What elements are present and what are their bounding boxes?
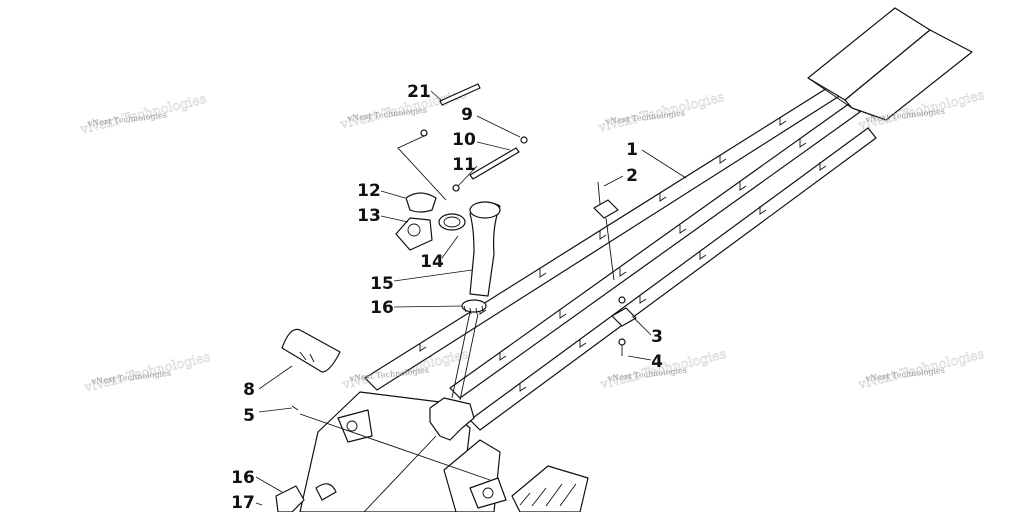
leader-line-c5	[258, 407, 293, 413]
leader-line-c2	[603, 175, 624, 187]
callout-c9: 9	[461, 105, 473, 125]
tunnel-rail-lower	[469, 127, 877, 431]
bolt-2	[597, 181, 601, 205]
callout-c10: 10	[452, 130, 476, 150]
tee-fitting	[429, 397, 475, 441]
leader-line-c10	[476, 141, 511, 151]
nut-9	[520, 136, 528, 144]
callout-c12: 12	[357, 181, 381, 201]
rod-10	[469, 147, 520, 180]
leader-line-c16a	[393, 305, 463, 308]
hose-clamp-14	[438, 213, 466, 231]
leader-line-c8	[258, 365, 293, 390]
decal-8-marks	[299, 351, 315, 363]
heat-exchanger-body	[299, 391, 589, 512]
nut-upper	[420, 129, 428, 137]
leader-lines	[255, 90, 687, 506]
rear-flap-hinge	[807, 77, 853, 109]
bolt-4-head	[618, 338, 626, 346]
clamp-ribs	[463, 305, 484, 315]
leader-line-c21	[430, 90, 443, 102]
shield-hatch	[519, 483, 577, 507]
assembly-line-left	[397, 135, 447, 201]
callout-c14: 14	[420, 252, 444, 272]
callout-c4: 4	[651, 352, 663, 372]
heat-exchanger-plate-a	[337, 409, 373, 443]
lower-fitting	[275, 485, 305, 512]
bracket-2	[593, 199, 619, 219]
callout-c5: 5	[243, 406, 255, 426]
leader-line-c13	[380, 215, 409, 223]
callout-c13: 13	[357, 206, 381, 226]
washer-11	[452, 184, 460, 192]
lower-clamp	[315, 483, 337, 501]
rail-leader-2	[605, 217, 615, 281]
leader-line-c15	[393, 269, 473, 282]
shield-piece	[511, 465, 589, 512]
nut-3	[618, 296, 626, 304]
leader-line-c1	[641, 149, 687, 179]
screw-5	[291, 405, 299, 411]
bracket-3	[611, 307, 637, 327]
rear-flap	[807, 7, 973, 121]
rod-21	[439, 83, 481, 106]
hose-end	[469, 201, 501, 219]
leader-line-c12	[380, 190, 406, 199]
filler-neck-opening	[407, 223, 421, 237]
callout-c3: 3	[651, 327, 663, 347]
filler-cap	[405, 192, 437, 213]
leader-line-c9	[476, 115, 521, 138]
decal-8	[281, 328, 341, 373]
rail-notches	[419, 117, 827, 392]
callout-c16a: 16	[370, 298, 394, 318]
leader-line-c3	[631, 315, 652, 336]
tunnel-rail-middle	[449, 102, 861, 399]
callout-c2: 2	[626, 166, 638, 186]
filler-neck	[395, 217, 433, 251]
leader-line-c16b	[255, 476, 283, 493]
feed-tube	[451, 311, 479, 401]
hose-clamp-14-inner	[443, 216, 461, 228]
long-link-line	[299, 413, 491, 512]
mounting-bracket-small	[469, 477, 507, 509]
bracket-hole	[482, 487, 494, 499]
callout-c15: 15	[370, 274, 394, 294]
leader-line-c17	[255, 502, 263, 506]
callout-c8: 8	[243, 380, 255, 400]
callout-c11: 11	[452, 155, 476, 175]
leader-line-c4	[627, 355, 652, 361]
leader-line-c14	[441, 235, 459, 259]
leader-line-c11	[457, 165, 478, 187]
callout-c17: 17	[231, 493, 255, 512]
plate-hole	[346, 420, 358, 432]
callout-c1: 1	[626, 140, 638, 160]
callout-c21: 21	[407, 82, 431, 102]
callout-c16b: 16	[231, 468, 255, 488]
